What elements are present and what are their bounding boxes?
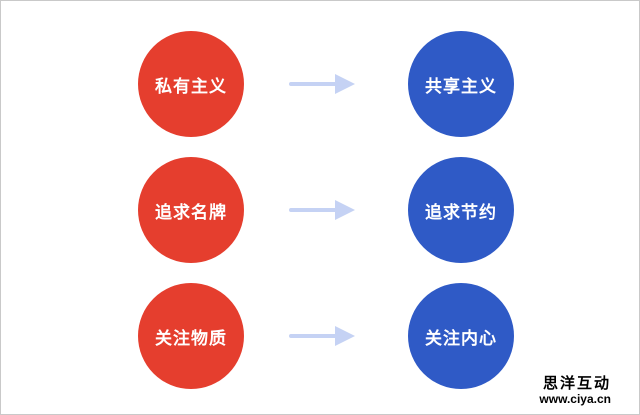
arrow-icon [289,200,355,220]
target-circle-3: 关注内心 [408,283,514,389]
target-circle-3-label: 关注内心 [425,328,497,348]
source-circle-1: 私有主义 [138,31,244,137]
source-circle-2: 追求名牌 [138,157,244,263]
watermark-url: www.ciya.cn [539,391,611,406]
target-circle-1: 共享主义 [408,31,514,137]
arrow-icon [289,74,355,94]
source-circle-3: 关注物质 [138,283,244,389]
watermark: 思洋互动 www.ciya.cn [539,376,611,406]
source-circle-2-label: 追求名牌 [155,202,227,222]
target-circle-1-label: 共享主义 [425,76,497,96]
source-circle-3-label: 关注物质 [155,328,227,348]
arrow-icon [289,326,355,346]
source-circle-1-label: 私有主义 [155,76,227,96]
target-circle-2: 追求节约 [408,157,514,263]
watermark-brand: 思洋互动 [542,375,611,393]
target-circle-2-label: 追求节约 [425,202,497,222]
